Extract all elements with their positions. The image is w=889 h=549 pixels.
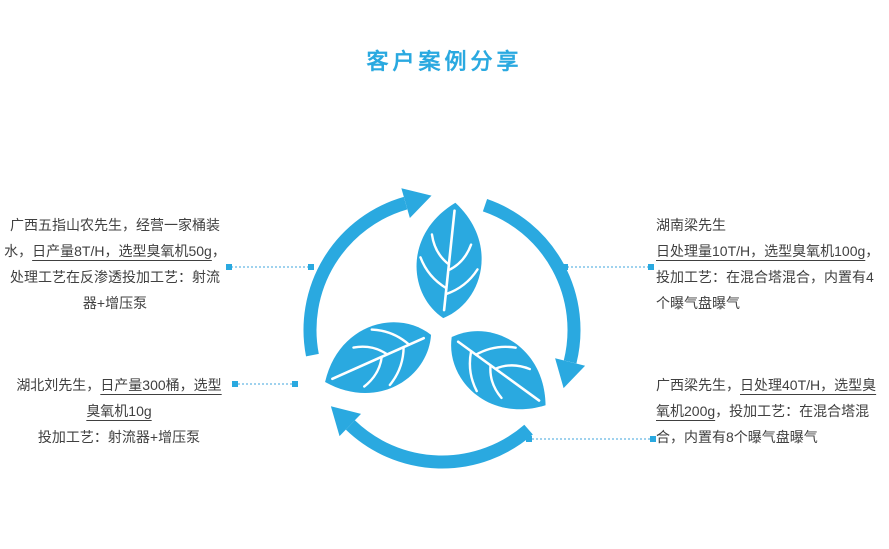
case-text: 湖南梁先生 <box>656 212 880 238</box>
case-text-segment-underlined: 日处理40T/H，选型臭氧机200g <box>656 377 877 419</box>
connector-dot-icon <box>562 264 568 270</box>
connector-dot-icon <box>526 436 532 442</box>
connector-dot-icon <box>308 264 314 270</box>
case-top-right: 湖南梁先生 日处理量10T/H，选型臭氧机100g，投加工艺：在混合塔混合，内置… <box>656 212 880 316</box>
case-text-segment: ，投加工艺：在混合塔混合，内置有8个曝气盘曝气 <box>656 403 870 445</box>
case-text-segment: 广西五指山农先生，经营一家桶装水， <box>4 217 220 259</box>
recycle-leaves-icon <box>292 184 592 476</box>
case-text-segment: 湖南梁先生 <box>656 217 726 233</box>
page-title: 客户案例分享 <box>366 49 523 74</box>
case-text-segment-underlined: 日产量8T/H，选型臭氧机50g <box>32 243 212 259</box>
case-bottom-left: 湖北刘先生，日产量300桶，选型臭氧机10g 投加工艺：射流器+增压泵 <box>12 372 226 450</box>
case-text: 广西五指山农先生，经营一家桶装水，日产量8T/H，选型臭氧机50g，处理工艺在反… <box>4 212 226 316</box>
connector-dot-icon <box>650 436 656 442</box>
case-text-segment: 湖北刘先生， <box>16 377 101 393</box>
case-text-segment-underlined: 日产量300桶，选型臭氧机10g <box>86 377 222 419</box>
connector-top-right <box>562 264 654 270</box>
connector-top-left <box>226 264 314 270</box>
connector-bottom-left <box>232 381 298 387</box>
connector-dot-icon <box>226 264 232 270</box>
case-bottom-right: 广西梁先生，日处理40T/H，选型臭氧机200g，投加工艺：在混合塔混合，内置有… <box>656 372 884 450</box>
case-text: 湖北刘先生，日产量300桶，选型臭氧机10g <box>12 372 226 424</box>
case-text: 日处理量10T/H，选型臭氧机100g，投加工艺：在混合塔混合，内置有4个曝气盘… <box>656 238 880 316</box>
case-text-segment: 广西梁先生， <box>656 377 740 393</box>
case-text-segment: 投加工艺：射流器+增压泵 <box>37 429 201 445</box>
case-text-segment-underlined: 日处理量10T/H，选型臭氧机100g <box>656 243 866 259</box>
connector-dot-icon <box>232 381 238 387</box>
case-text: 投加工艺：射流器+增压泵 <box>12 424 226 450</box>
case-text-segment: ，投加工艺：在混合塔混合，内置有4个曝气盘曝气 <box>656 243 880 311</box>
connector-dot-icon <box>292 381 298 387</box>
connector-bottom-right <box>526 436 656 442</box>
case-text: 广西梁先生，日处理40T/H，选型臭氧机200g，投加工艺：在混合塔混合，内置有… <box>656 372 884 450</box>
case-text-segment: ，处理工艺在反渗透投加工艺：射流器+增压泵 <box>10 243 226 311</box>
recycle-leaves-graphic <box>292 184 592 476</box>
case-top-left: 广西五指山农先生，经营一家桶装水，日产量8T/H，选型臭氧机50g，处理工艺在反… <box>4 212 226 316</box>
connector-dot-icon <box>648 264 654 270</box>
